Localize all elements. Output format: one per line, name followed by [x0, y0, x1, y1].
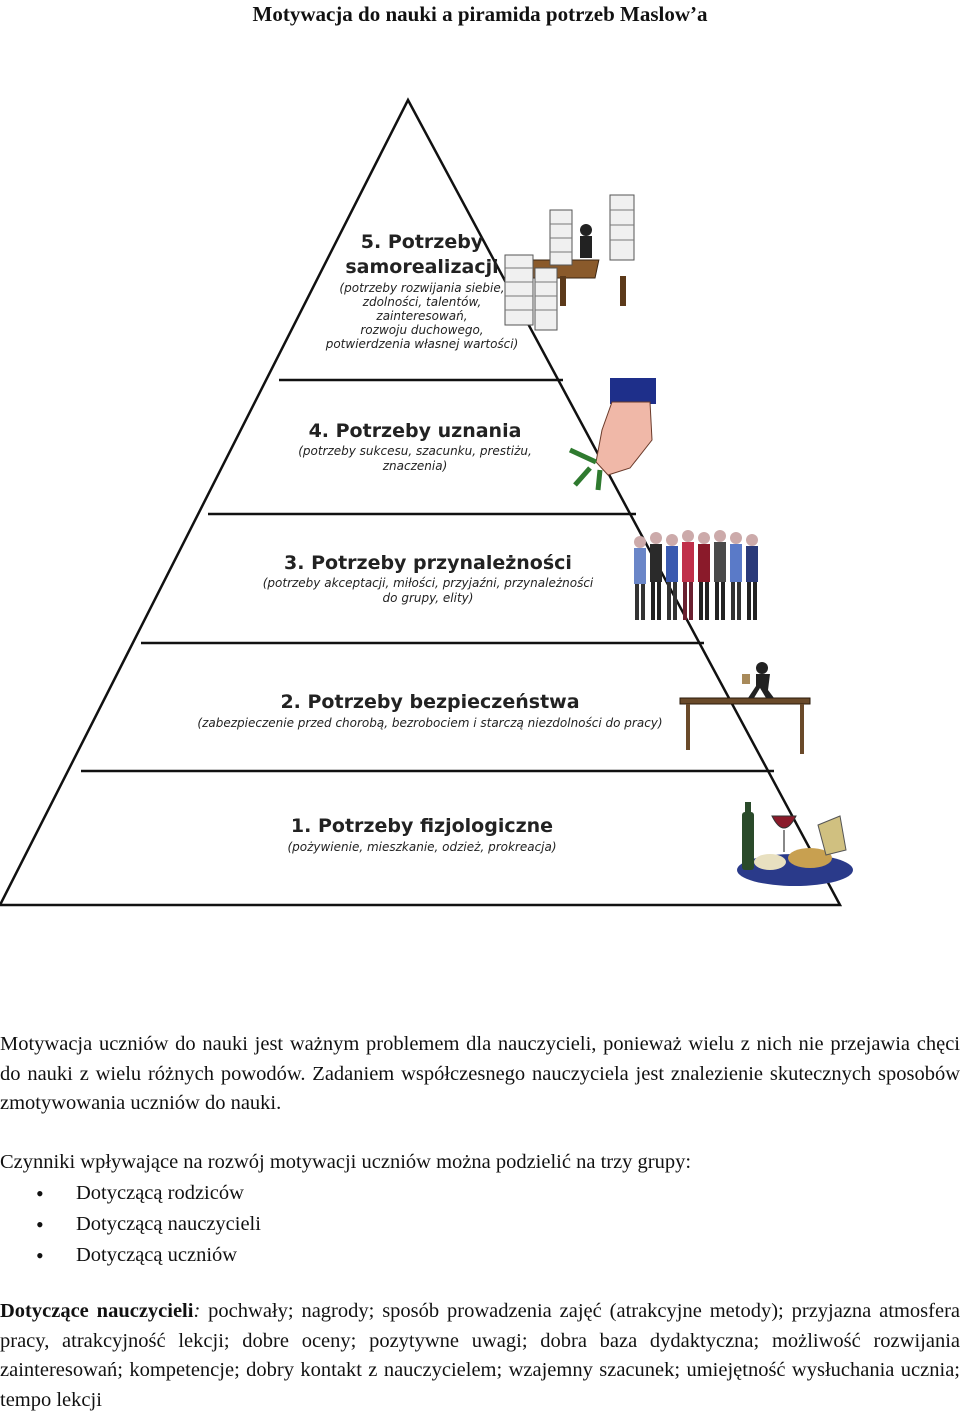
level-1-title: 1. Potrzeby fizjologiczne [291, 815, 553, 837]
level-1-desc-line: (pożywienie, mieszkanie, odzież, prokrea… [287, 840, 556, 854]
level-5-desc-line: potwierdzenia własnej wartości) [325, 337, 519, 351]
group-of-people-icon [634, 530, 758, 620]
teachers-factors-lead: Dotyczące nauczycieli [0, 1300, 194, 1322]
level-5-desc-line: (potrzeby rozwijania siebie, [339, 281, 504, 295]
level-2-desc-line: (zabezpieczenie przed chorobą, bezroboci… [197, 716, 662, 730]
food-and-wine-icon [737, 802, 853, 886]
factors-paragraph: Czynniki wpływające na rozwój motywacji … [0, 1151, 692, 1173]
pyramid-diagram: 5. Potrzeby samorealizacji (potrzeby roz… [0, 97, 853, 907]
level-5-desc-line: zainteresowań, [375, 309, 467, 323]
teachers-factors-colon: : [193, 1300, 201, 1322]
list-item: Dotyczącą rodziców [0, 1178, 960, 1209]
level-3-title: 3. Potrzeby przynależności [284, 552, 572, 574]
level-4: 4. Potrzeby uznania (potrzeby sukcesu, s… [298, 378, 656, 491]
level-3-desc-line: do grupy, elity) [383, 591, 474, 605]
teachers-factors-text: pochwały; nagrody; sposób prowadzenia za… [0, 1300, 960, 1411]
maslow-pyramid: 5. Potrzeby samorealizacji (potrzeby roz… [0, 90, 960, 920]
level-5-title-line2: samorealizacji [345, 256, 498, 278]
list-item: Dotyczącą uczniów [0, 1240, 960, 1271]
page-title: Motywacja do nauki a piramida potrzeb Ma… [252, 2, 708, 26]
level-2-title: 2. Potrzeby bezpieczeństwa [280, 691, 579, 713]
level-2: 2. Potrzeby bezpieczeństwa (zabezpieczen… [197, 662, 811, 754]
office-desk-with-paper-stacks-icon [504, 194, 635, 331]
hand-with-money-icon [568, 378, 656, 491]
level-4-title: 4. Potrzeby uznania [309, 420, 522, 442]
level-5-desc-line: zdolności, talentów, [362, 295, 482, 309]
factor-groups-list: Dotyczącą rodziców Dotyczącą nauczycieli… [0, 1178, 960, 1271]
level-4-desc-line: znaczenia) [382, 459, 448, 473]
person-on-bridge-icon [679, 662, 811, 754]
pyramid-outline [0, 97, 843, 907]
intro-paragraph: Motywacja uczniów do nauki jest ważnym p… [0, 1033, 960, 1115]
level-5-desc-line: rozwoju duchowego, [360, 323, 483, 337]
level-5-title: 5. Potrzeby [361, 231, 484, 253]
level-5: 5. Potrzeby samorealizacji (potrzeby roz… [325, 194, 635, 351]
level-3-desc-line: (potrzeby akceptacji, miłości, przyjaźni… [263, 576, 594, 590]
level-3: 3. Potrzeby przynależności (potrzeby akc… [263, 530, 758, 620]
level-1: 1. Potrzeby fizjologiczne (pożywienie, m… [287, 802, 853, 886]
list-item: Dotyczącą nauczycieli [0, 1209, 960, 1240]
teachers-factors-paragraph: Dotyczące nauczycieli: pochwały; nagrody… [0, 1297, 960, 1415]
level-4-desc-line: (potrzeby sukcesu, szacunku, prestiżu, [298, 444, 532, 458]
